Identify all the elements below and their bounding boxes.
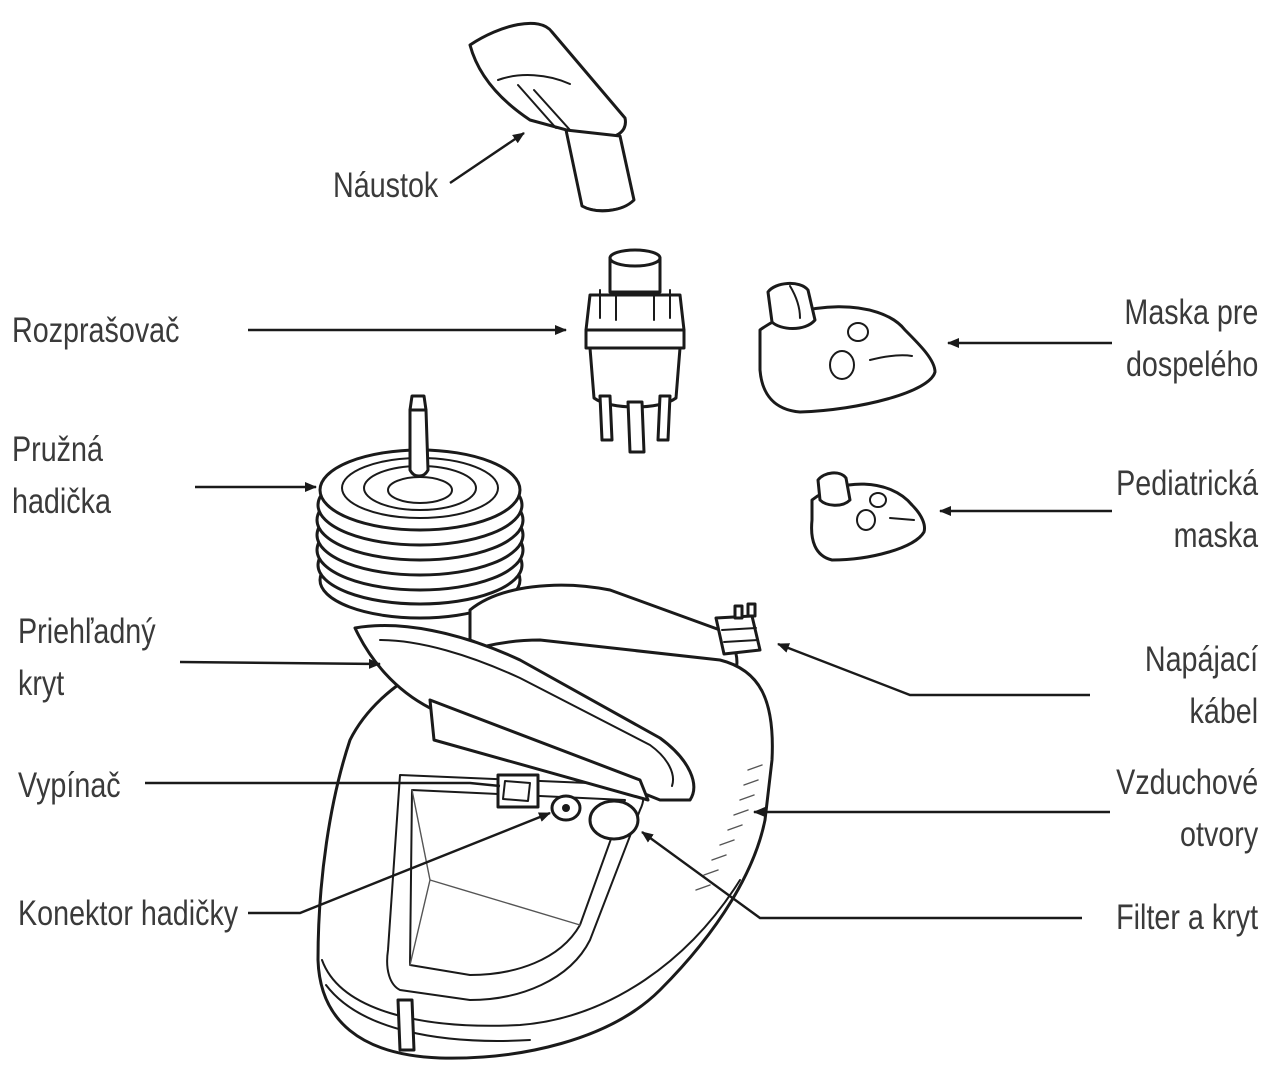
nebulizer-illustration — [584, 248, 686, 454]
label-tubing: Pružná hadička — [12, 430, 111, 521]
compressor-illustration — [316, 583, 774, 1060]
label-air-vents: Vzduchové otvory — [1115, 763, 1258, 854]
label-switch: Vypínač — [18, 766, 121, 805]
label-mouthpiece: Náustok — [333, 166, 439, 205]
tubing-illustration — [315, 394, 525, 620]
leader-lines — [145, 132, 1112, 920]
pediatric-mask-illustration — [810, 471, 926, 562]
label-tube-connector: Konektor hadičky — [18, 894, 239, 933]
label-nebulizer: Rozprašovač — [12, 311, 180, 350]
label-adult-mask: Maska pre dospelého — [1124, 293, 1258, 384]
label-pediatric-mask: Pediatrická maska — [1116, 464, 1258, 555]
mouthpiece-illustration — [468, 21, 636, 213]
label-clear-cover: Priehľadný kryt — [18, 612, 156, 703]
adult-mask-illustration — [758, 282, 937, 414]
label-filter-cover: Filter a kryt — [1116, 898, 1258, 937]
label-power-cable: Napájací kábel — [1144, 640, 1258, 731]
